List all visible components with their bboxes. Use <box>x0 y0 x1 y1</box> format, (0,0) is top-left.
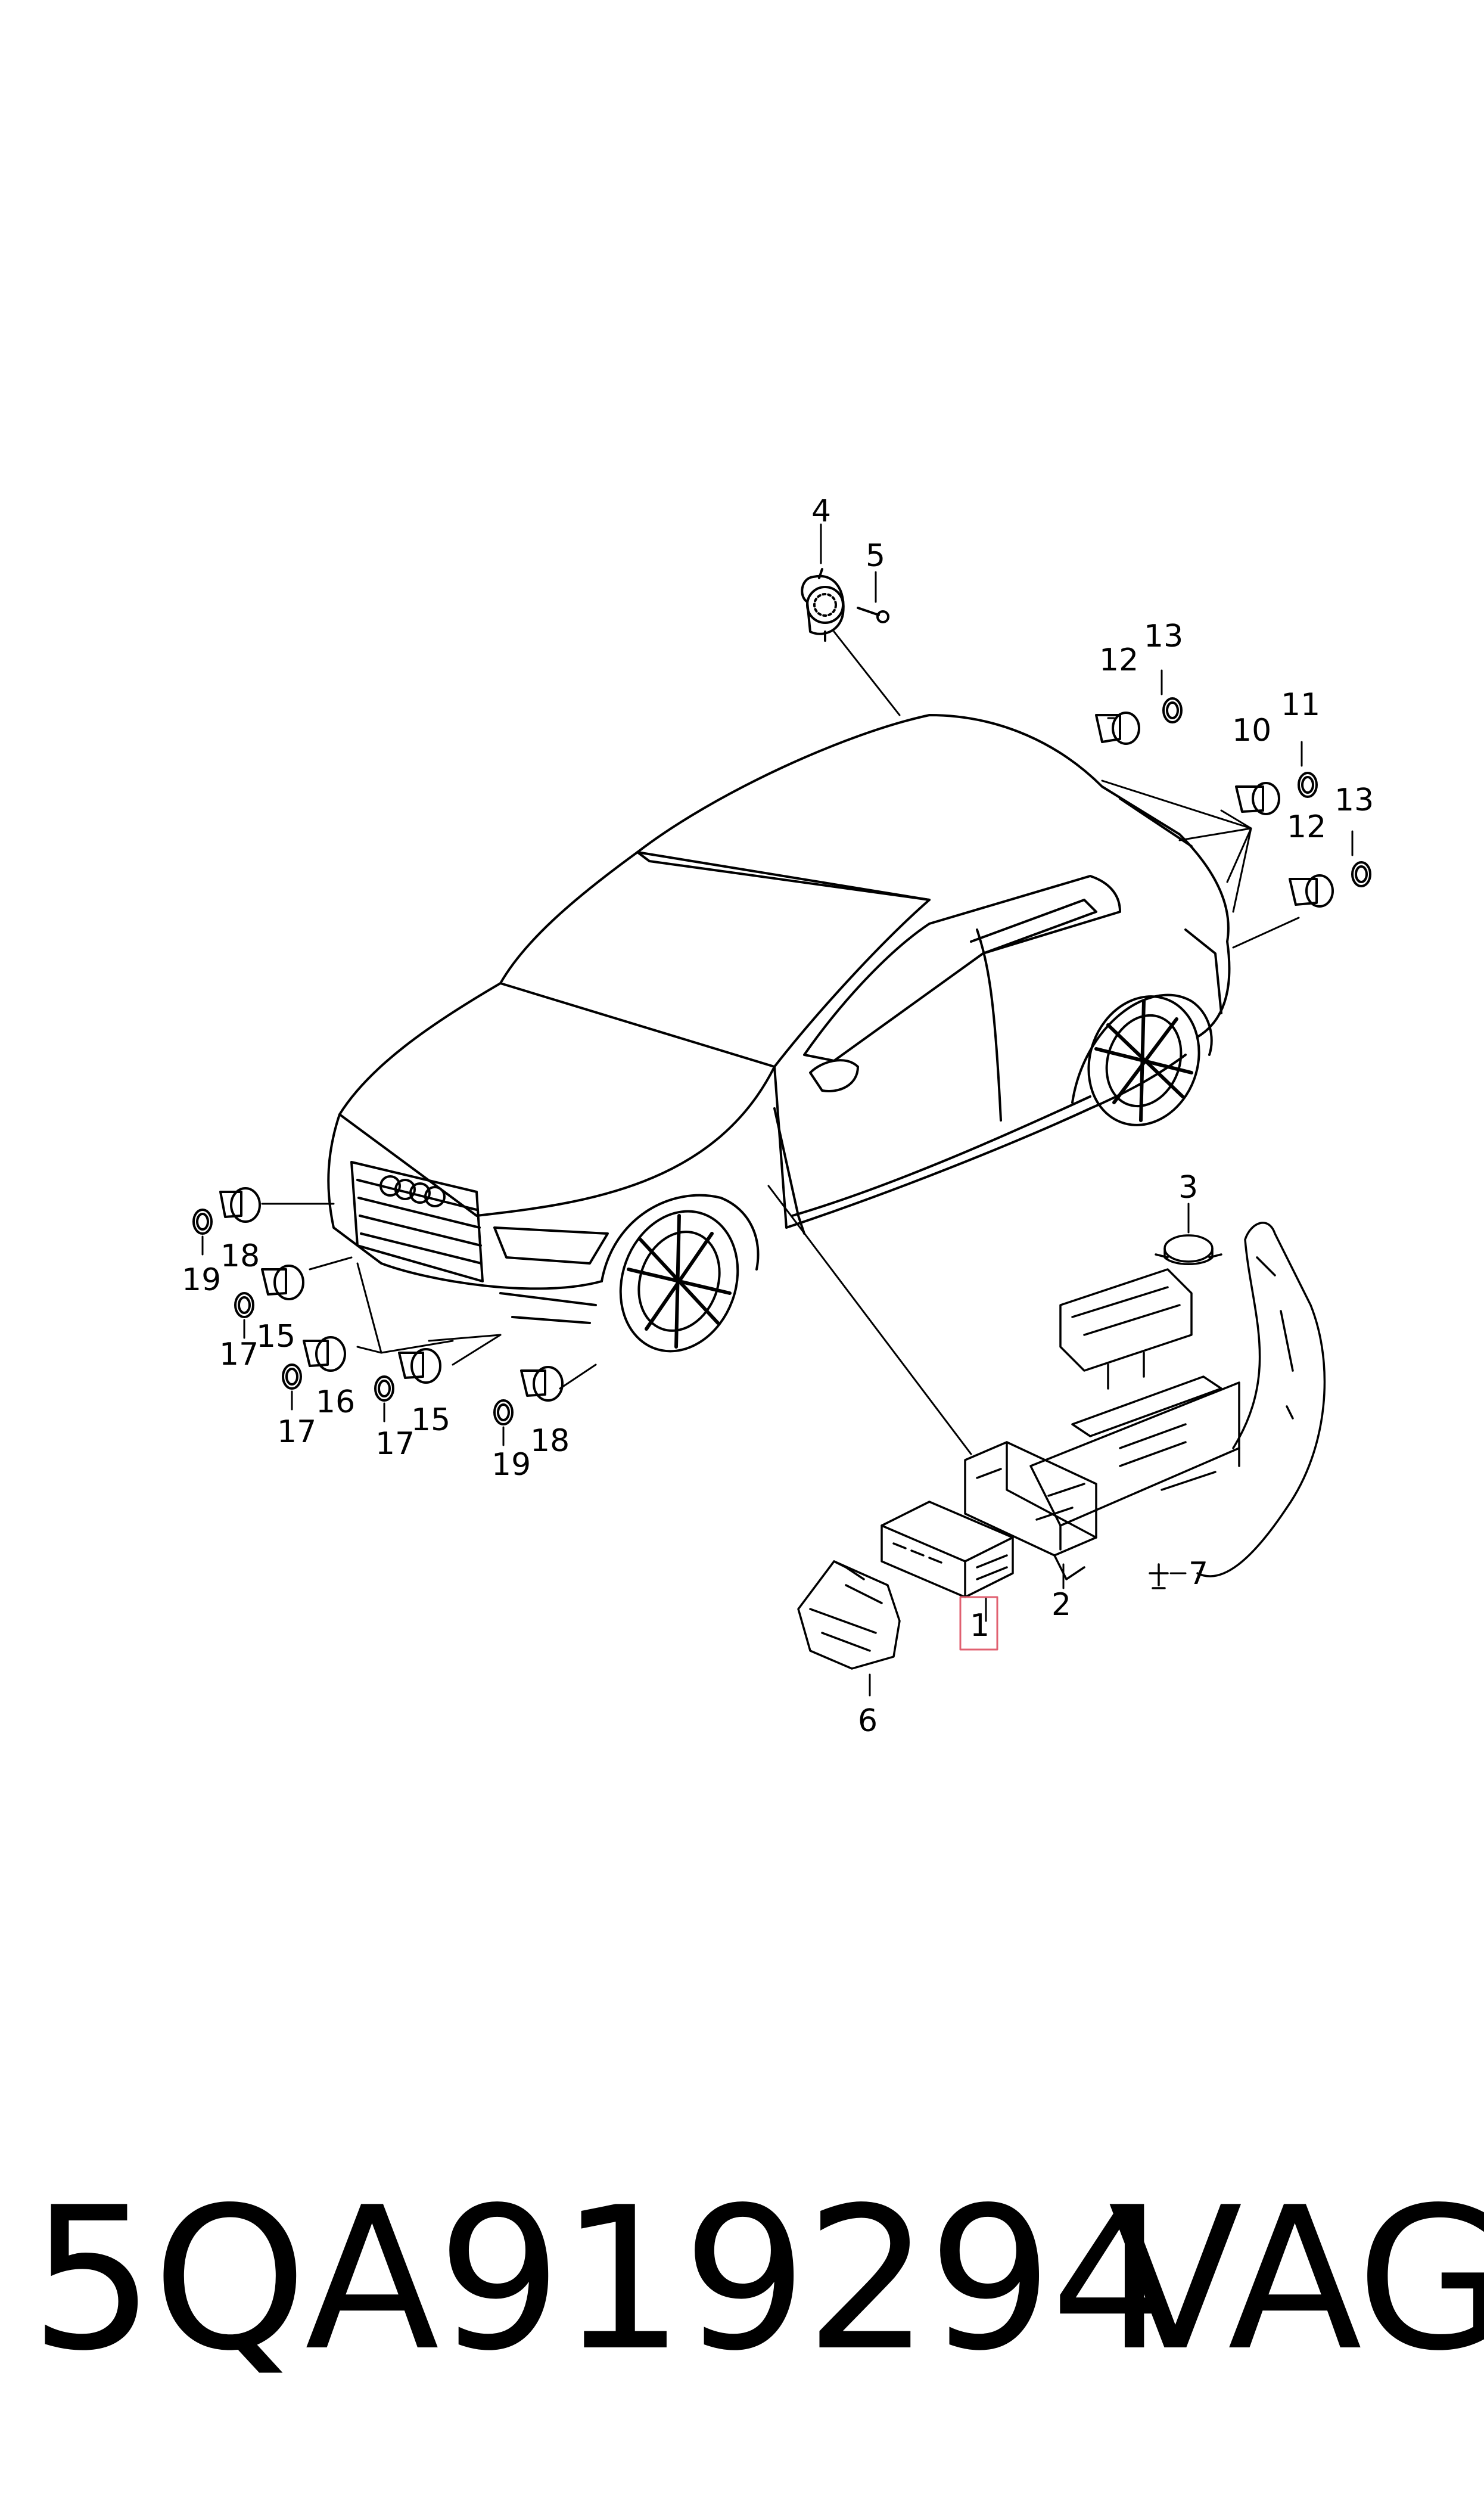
brand-label: VAG <box>1108 2165 1484 2394</box>
callout-13: 13 <box>1144 619 1183 654</box>
callout-12: 12 <box>1099 642 1138 678</box>
callout-16: 16 <box>316 1384 355 1420</box>
callout-17: 17 <box>219 1337 259 1372</box>
rear-sensor-parts <box>1095 697 1371 908</box>
callout-ticks <box>201 523 1354 1697</box>
leader-lines <box>261 630 1300 1455</box>
part-number: 5QA919294 <box>30 2165 1175 2394</box>
car-illustration <box>327 714 1231 1353</box>
callout-19: 19 <box>182 1262 221 1298</box>
callout-18: 18 <box>220 1238 260 1274</box>
callout-labels: 1 2 3 4 5 6 7 10 11 12 12 13 13 15 15 16… <box>182 493 1374 1739</box>
callout-7: 7 <box>1189 1556 1208 1592</box>
callout-18: 18 <box>530 1423 570 1459</box>
speaker-part <box>801 568 845 642</box>
callout-19: 19 <box>491 1447 531 1483</box>
callout-2: 2 <box>1051 1587 1071 1623</box>
callout-11: 11 <box>1281 687 1320 723</box>
front-sensor-parts <box>192 1187 564 1425</box>
callout-17: 17 <box>375 1426 415 1462</box>
callout-17: 17 <box>277 1414 316 1450</box>
callout-3: 3 <box>1178 1170 1198 1206</box>
control-unit-assembly <box>797 1222 1326 1670</box>
highlight-box <box>959 1596 998 1651</box>
callout-15: 15 <box>256 1319 295 1355</box>
callout-1: 1 <box>970 1608 990 1644</box>
callout-15: 15 <box>411 1402 450 1438</box>
screw-part <box>857 607 889 623</box>
callout-12: 12 <box>1287 809 1326 845</box>
callout-6: 6 <box>858 1703 878 1739</box>
callout-13: 13 <box>1334 782 1374 818</box>
callout-5: 5 <box>866 538 885 574</box>
callout-4: 4 <box>811 493 831 529</box>
callout-10: 10 <box>1232 713 1271 748</box>
parts-diagram: 1 2 3 4 5 6 7 10 11 12 12 13 13 15 15 16… <box>182 493 1374 1739</box>
